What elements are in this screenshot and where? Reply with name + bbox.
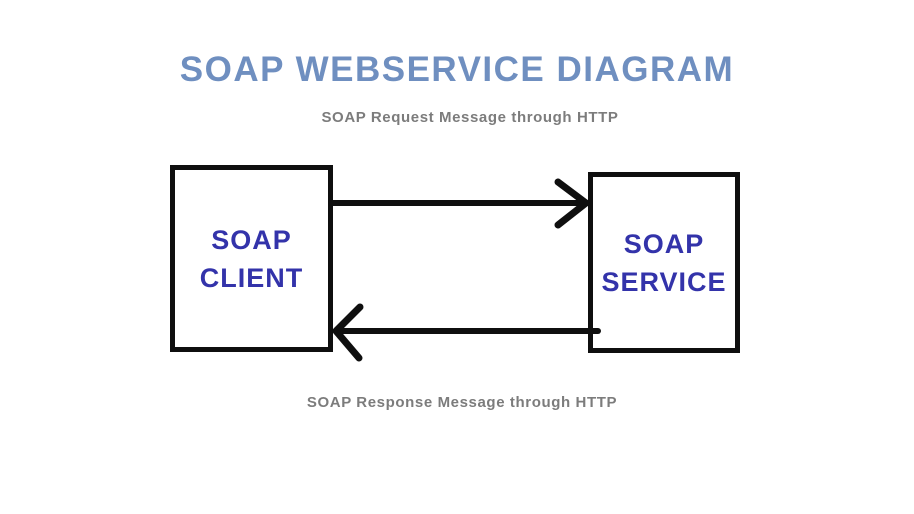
soap-client-box: SOAP CLIENT — [170, 165, 333, 352]
response-arrow-icon — [332, 303, 601, 362]
soap-service-box: SOAP SERVICE — [588, 172, 740, 353]
page-title: SOAP WEBSERVICE DIAGRAM — [179, 50, 735, 89]
soap-service-label-line2: SERVICE — [601, 266, 727, 297]
soap-service-label-line1: SOAP — [623, 228, 705, 259]
soap-client-label: SOAP CLIENT — [200, 221, 304, 297]
soap-client-label-line1: SOAP — [211, 224, 292, 255]
request-caption: SOAP Request Message through HTTP — [321, 109, 619, 126]
soap-client-label-line2: CLIENT — [199, 262, 304, 293]
response-caption: SOAP Response Message through HTTP — [306, 394, 618, 411]
request-arrow-icon — [328, 178, 590, 229]
soap-service-label: SOAP SERVICE — [601, 225, 726, 301]
